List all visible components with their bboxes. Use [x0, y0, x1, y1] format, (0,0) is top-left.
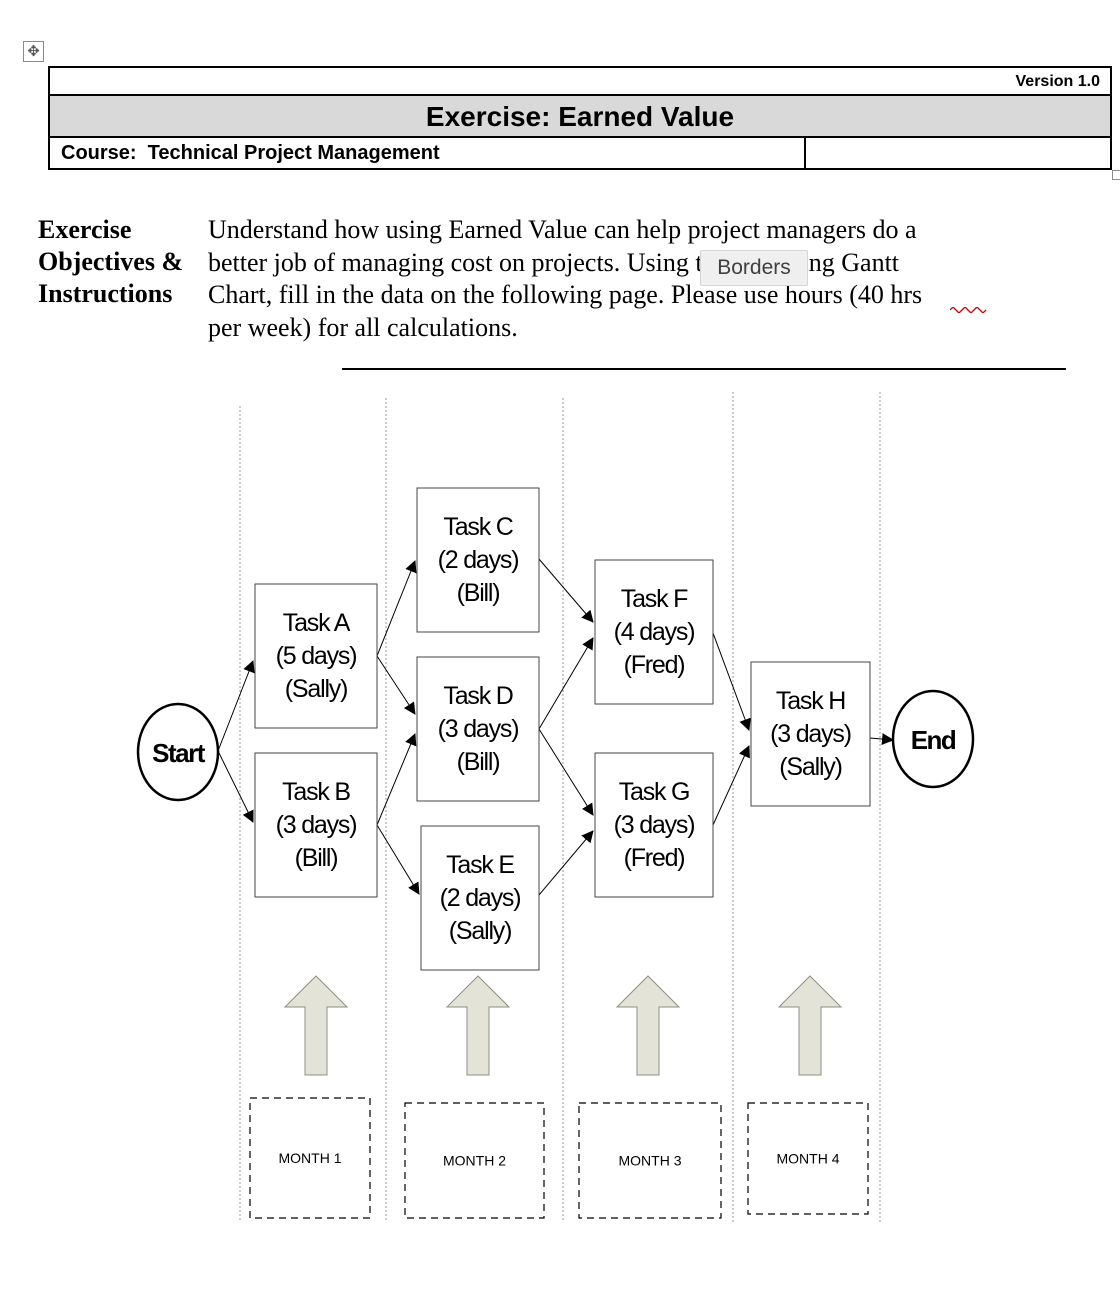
- task-name: Task F: [621, 585, 688, 613]
- task-owner: (Sally): [779, 753, 841, 781]
- task-duration: (3 days): [614, 811, 695, 839]
- task-owner: (Bill): [295, 844, 338, 872]
- task-duration: (3 days): [770, 720, 851, 748]
- task-owner: (Bill): [457, 579, 500, 607]
- task-name: Task A: [283, 609, 351, 637]
- task-name: Task C: [443, 513, 513, 541]
- course-label: Course: Technical Project Management: [50, 138, 806, 168]
- task-node-b: Task B (3 days) (Bill): [254, 752, 378, 898]
- task-name: Task E: [446, 851, 514, 879]
- month-label: MONTH 1: [279, 1150, 342, 1166]
- dependency-arrow-h-to-end: [869, 733, 894, 746]
- month-box: [747, 1102, 869, 1215]
- dependency-arrow-start-to-b: [217, 750, 254, 823]
- dependency-arrow-d-to-f: [538, 637, 594, 730]
- task-owner: (Fred): [624, 844, 685, 872]
- task-node-g: Task G (3 days) (Fred): [594, 752, 714, 898]
- month-box: [404, 1102, 545, 1219]
- horizontal-rule: [342, 368, 1066, 370]
- task-duration: (3 days): [438, 715, 519, 743]
- task-duration: (5 days): [276, 642, 357, 670]
- dependency-arrow-b-to-e: [376, 824, 420, 895]
- task-owner: (Sally): [449, 917, 511, 945]
- version-label: Version 1.0: [50, 68, 1110, 96]
- task-duration: (3 days): [276, 811, 357, 839]
- task-node-a: Task A (5 days) (Sally): [254, 583, 378, 729]
- task-duration: (2 days): [440, 884, 521, 912]
- up-arrow-icon: [615, 975, 681, 1076]
- task-owner: (Fred): [624, 651, 685, 679]
- dependency-arrow-a-to-c: [376, 560, 417, 657]
- month-box: [578, 1102, 722, 1219]
- dependency-arrow-g-to-h: [712, 745, 750, 826]
- dependency-arrow-d-to-g: [538, 728, 594, 816]
- task-node-f: Task F (4 days) (Fred): [594, 559, 714, 705]
- month-label: MONTH 4: [777, 1151, 840, 1167]
- up-arrow-icon: [283, 975, 349, 1076]
- task-duration: (4 days): [614, 618, 695, 646]
- task-duration: (2 days): [438, 546, 519, 574]
- task-node-c: Task C (2 days) (Bill): [416, 487, 540, 633]
- table-resize-handle[interactable]: [1112, 170, 1120, 180]
- header-table: Version 1.0 Exercise: Earned Value Cours…: [48, 66, 1112, 170]
- table-move-handle-icon[interactable]: ✥: [23, 41, 44, 62]
- dependency-arrow-b-to-d: [376, 733, 417, 826]
- up-arrow-icon: [777, 975, 843, 1076]
- end-node: End: [891, 689, 975, 789]
- objectives-heading: Exercise Objectives & Instructions: [38, 215, 184, 308]
- dependency-arrow-a-to-d: [376, 655, 416, 715]
- task-name: Task H: [776, 687, 845, 715]
- task-name: Task B: [282, 778, 350, 806]
- task-owner: (Sally): [285, 675, 347, 703]
- task-node-d: Task D (3 days) (Bill): [416, 656, 540, 802]
- start-label: Start: [152, 738, 206, 768]
- task-name: Task D: [443, 682, 512, 710]
- borders-tooltip: Borders: [700, 250, 808, 286]
- up-arrow-icon: [445, 975, 511, 1076]
- month-box: [249, 1097, 371, 1219]
- dependency-arrow-c-to-f: [538, 558, 594, 623]
- spellcheck-underline: [950, 307, 987, 313]
- task-owner: (Bill): [457, 748, 500, 776]
- start-node: Start: [136, 702, 220, 802]
- month-label: MONTH 3: [619, 1153, 682, 1169]
- dependency-arrow-e-to-g: [538, 830, 594, 896]
- dependency-arrow-f-to-h: [712, 632, 751, 731]
- month-label: MONTH 2: [443, 1153, 506, 1169]
- task-node-h: Task H (3 days) (Sally): [750, 661, 871, 807]
- end-label: End: [911, 725, 956, 755]
- task-node-e: Task E (2 days) (Sally): [420, 825, 540, 971]
- dependency-arrow-start-to-a: [217, 660, 255, 752]
- exercise-title: Exercise: Earned Value: [50, 96, 1110, 138]
- task-name: Task G: [619, 778, 690, 806]
